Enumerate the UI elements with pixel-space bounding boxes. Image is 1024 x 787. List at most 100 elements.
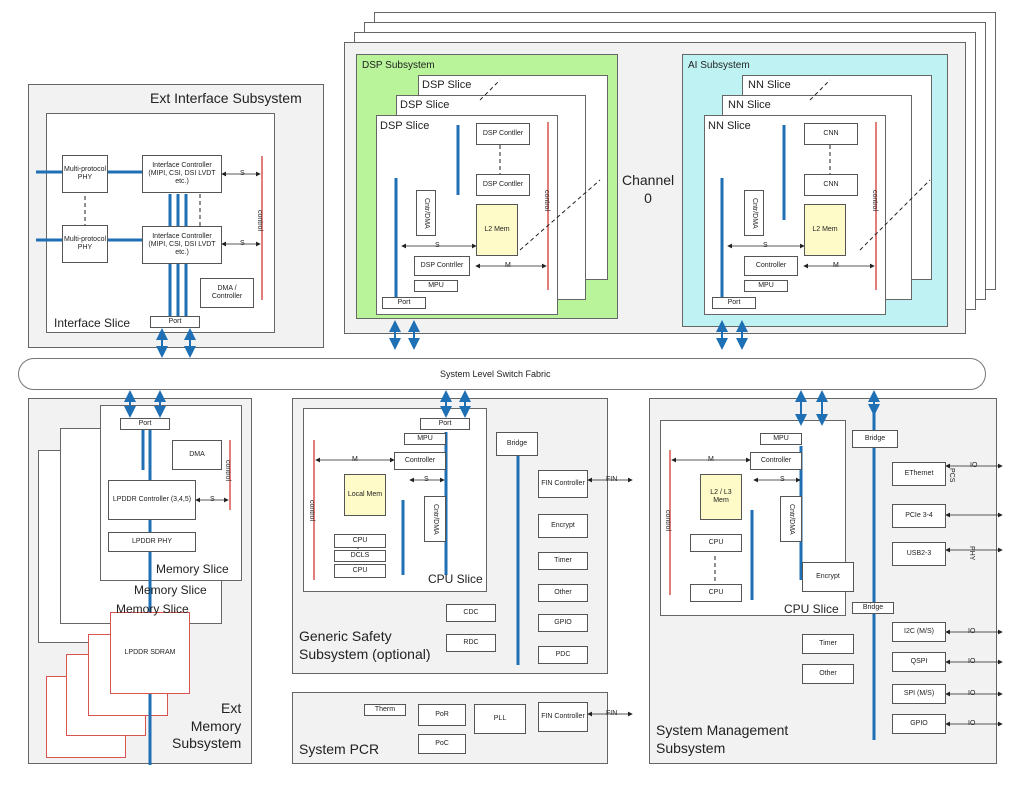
cnn-1: CNN xyxy=(804,123,858,145)
memory-slice-label-2: Memory Slice xyxy=(134,583,207,597)
safety-cdc: CDC xyxy=(446,604,496,622)
pcr-por: PoR xyxy=(418,704,466,726)
sm-slice-label: CPU Slice xyxy=(784,602,839,616)
dsp-cntr-dma: Cntr/DMA xyxy=(416,190,436,236)
safety-cpu-slice xyxy=(303,408,487,592)
pcr-poc: PoC xyxy=(418,734,466,754)
s-marker: S xyxy=(240,170,245,177)
safety-gpio: GPIO xyxy=(538,614,588,632)
sm-cpu-2: CPU xyxy=(690,584,742,602)
ai-port: Port xyxy=(712,297,756,309)
io-marker: IO xyxy=(968,658,976,665)
safety-slice-label: CPU Slice xyxy=(428,572,483,586)
sm-ethernet: EThernet xyxy=(892,462,946,486)
interface-controller-1: Interface Controller (MIPI, CSI, DSI LVD… xyxy=(142,155,222,193)
io-marker: IO xyxy=(970,462,978,469)
lpddr-phy: LPDDR PHY xyxy=(108,532,196,552)
dsp-mpu: MPU xyxy=(414,280,458,292)
safety-encrypt: Encrypt xyxy=(538,514,588,538)
safety-cntr-dma: Cntr/DMA xyxy=(424,496,446,542)
dsp-controller-2: DSP Contller xyxy=(476,174,530,196)
mem-control-label: control xyxy=(224,460,231,482)
sm-other: Other xyxy=(802,664,854,684)
safety-pdc: PDC xyxy=(538,646,588,664)
safety-control-label: control xyxy=(308,500,315,522)
interface-controller-2: Interface Controller (MIPI, CSI, DSI LVD… xyxy=(142,226,222,264)
safety-bridge: Bridge xyxy=(496,432,538,456)
sm-timer: Timer xyxy=(802,634,854,654)
ai-l2-mem: L2 Mem xyxy=(804,204,846,256)
sm-cpu-1: CPU xyxy=(690,534,742,552)
sm-pcs-label: PCS xyxy=(948,468,955,483)
interface-slice-label: Interface Slice xyxy=(54,316,131,330)
sm-pcie: PCIe 3-4 xyxy=(892,504,946,528)
dsp-slice-1-label: DSP Slice xyxy=(380,120,430,132)
s-marker: S xyxy=(435,242,440,249)
fin-marker-pcr: FIN xyxy=(606,710,618,717)
ai-controller: Controller xyxy=(744,256,798,276)
nn-slice-2-label: NN Slice xyxy=(728,99,771,111)
sm-gpio: GPIO xyxy=(892,714,946,734)
safety-timer: Timer xyxy=(538,552,588,570)
sm-mpu: MPU xyxy=(760,433,802,445)
m-marker: M xyxy=(708,456,714,463)
pcr-title: System PCR xyxy=(299,741,380,757)
dsp-contrller: DSP Contrller xyxy=(414,256,470,276)
sm-usb: USB2-3 xyxy=(892,542,946,566)
safety-cpu-2: CPU xyxy=(334,564,386,578)
dsp-slice-1 xyxy=(376,115,558,315)
safety-mpu: MPU xyxy=(404,433,446,445)
sm-spi: SPI (M/S) xyxy=(892,684,946,704)
mem-port: Port xyxy=(120,418,170,430)
sm-bridge-2: Bridge xyxy=(852,602,894,614)
s-marker: S xyxy=(424,476,429,483)
sm-bridge: Bridge xyxy=(852,430,898,448)
ai-control-label: control xyxy=(871,190,878,212)
m-marker: M xyxy=(505,262,511,269)
nn-slice-3-label: NN Slice xyxy=(748,79,791,91)
m-marker: M xyxy=(833,262,839,269)
phy-box-2: Multi-protocol PHY xyxy=(62,225,108,263)
s-marker: S xyxy=(763,242,768,249)
io-marker: IO xyxy=(968,628,976,635)
phy-box-1: Multi-protocol PHY xyxy=(62,155,108,193)
io-marker: IO xyxy=(968,690,976,697)
if-control-label: control xyxy=(256,210,263,232)
sm-phy-label: PHY xyxy=(968,546,975,561)
sm-controller: Controller xyxy=(750,452,802,470)
dsp-control-label: control xyxy=(543,190,550,212)
ext-if-title: Ext Interface Subsystem xyxy=(150,90,302,106)
m-marker: M xyxy=(352,456,358,463)
sm-l2l3-mem: L2 / L3 Mem xyxy=(700,474,742,520)
sm-encrypt: Encrypt xyxy=(802,562,854,592)
dsp-slice-3-label: DSP Slice xyxy=(422,79,472,91)
dsp-l2-mem: L2 Mem xyxy=(476,204,518,256)
s-marker: S xyxy=(210,496,215,503)
dsp-port: Port xyxy=(382,297,426,309)
lpddr-sdram: LPDDR SDRAM xyxy=(110,612,190,694)
s-marker: S xyxy=(240,240,245,247)
if-port: Port xyxy=(150,316,200,328)
sm-cntr-dma: Cntr/DMA xyxy=(780,496,802,542)
io-marker: IO xyxy=(968,720,976,727)
pcr-therm: Therm xyxy=(364,704,406,716)
safety-other: Other xyxy=(538,584,588,602)
dsp-title: DSP Subsystem xyxy=(362,60,435,71)
safety-cpu-1: CPU xyxy=(334,534,386,548)
safety-fin-controller: FIN Controller xyxy=(538,470,588,498)
mem-dma: DMA xyxy=(172,440,222,470)
lpddr-controller: LPDDR Controller (3,4,5) xyxy=(108,480,196,520)
nn-slice-1 xyxy=(704,115,886,315)
system-switch-fabric xyxy=(18,358,986,390)
nn-slice-1-label: NN Slice xyxy=(708,120,751,132)
safety-rdc: RDC xyxy=(446,634,496,652)
sm-control-label: control xyxy=(664,510,671,532)
sm-i2c: I2C (M/S) xyxy=(892,622,946,642)
memory-slice-label-1: Memory Slice xyxy=(156,562,229,576)
safety-controller: Controller xyxy=(394,452,446,470)
ai-cntr-dma: Cntr/DMA xyxy=(744,190,764,236)
